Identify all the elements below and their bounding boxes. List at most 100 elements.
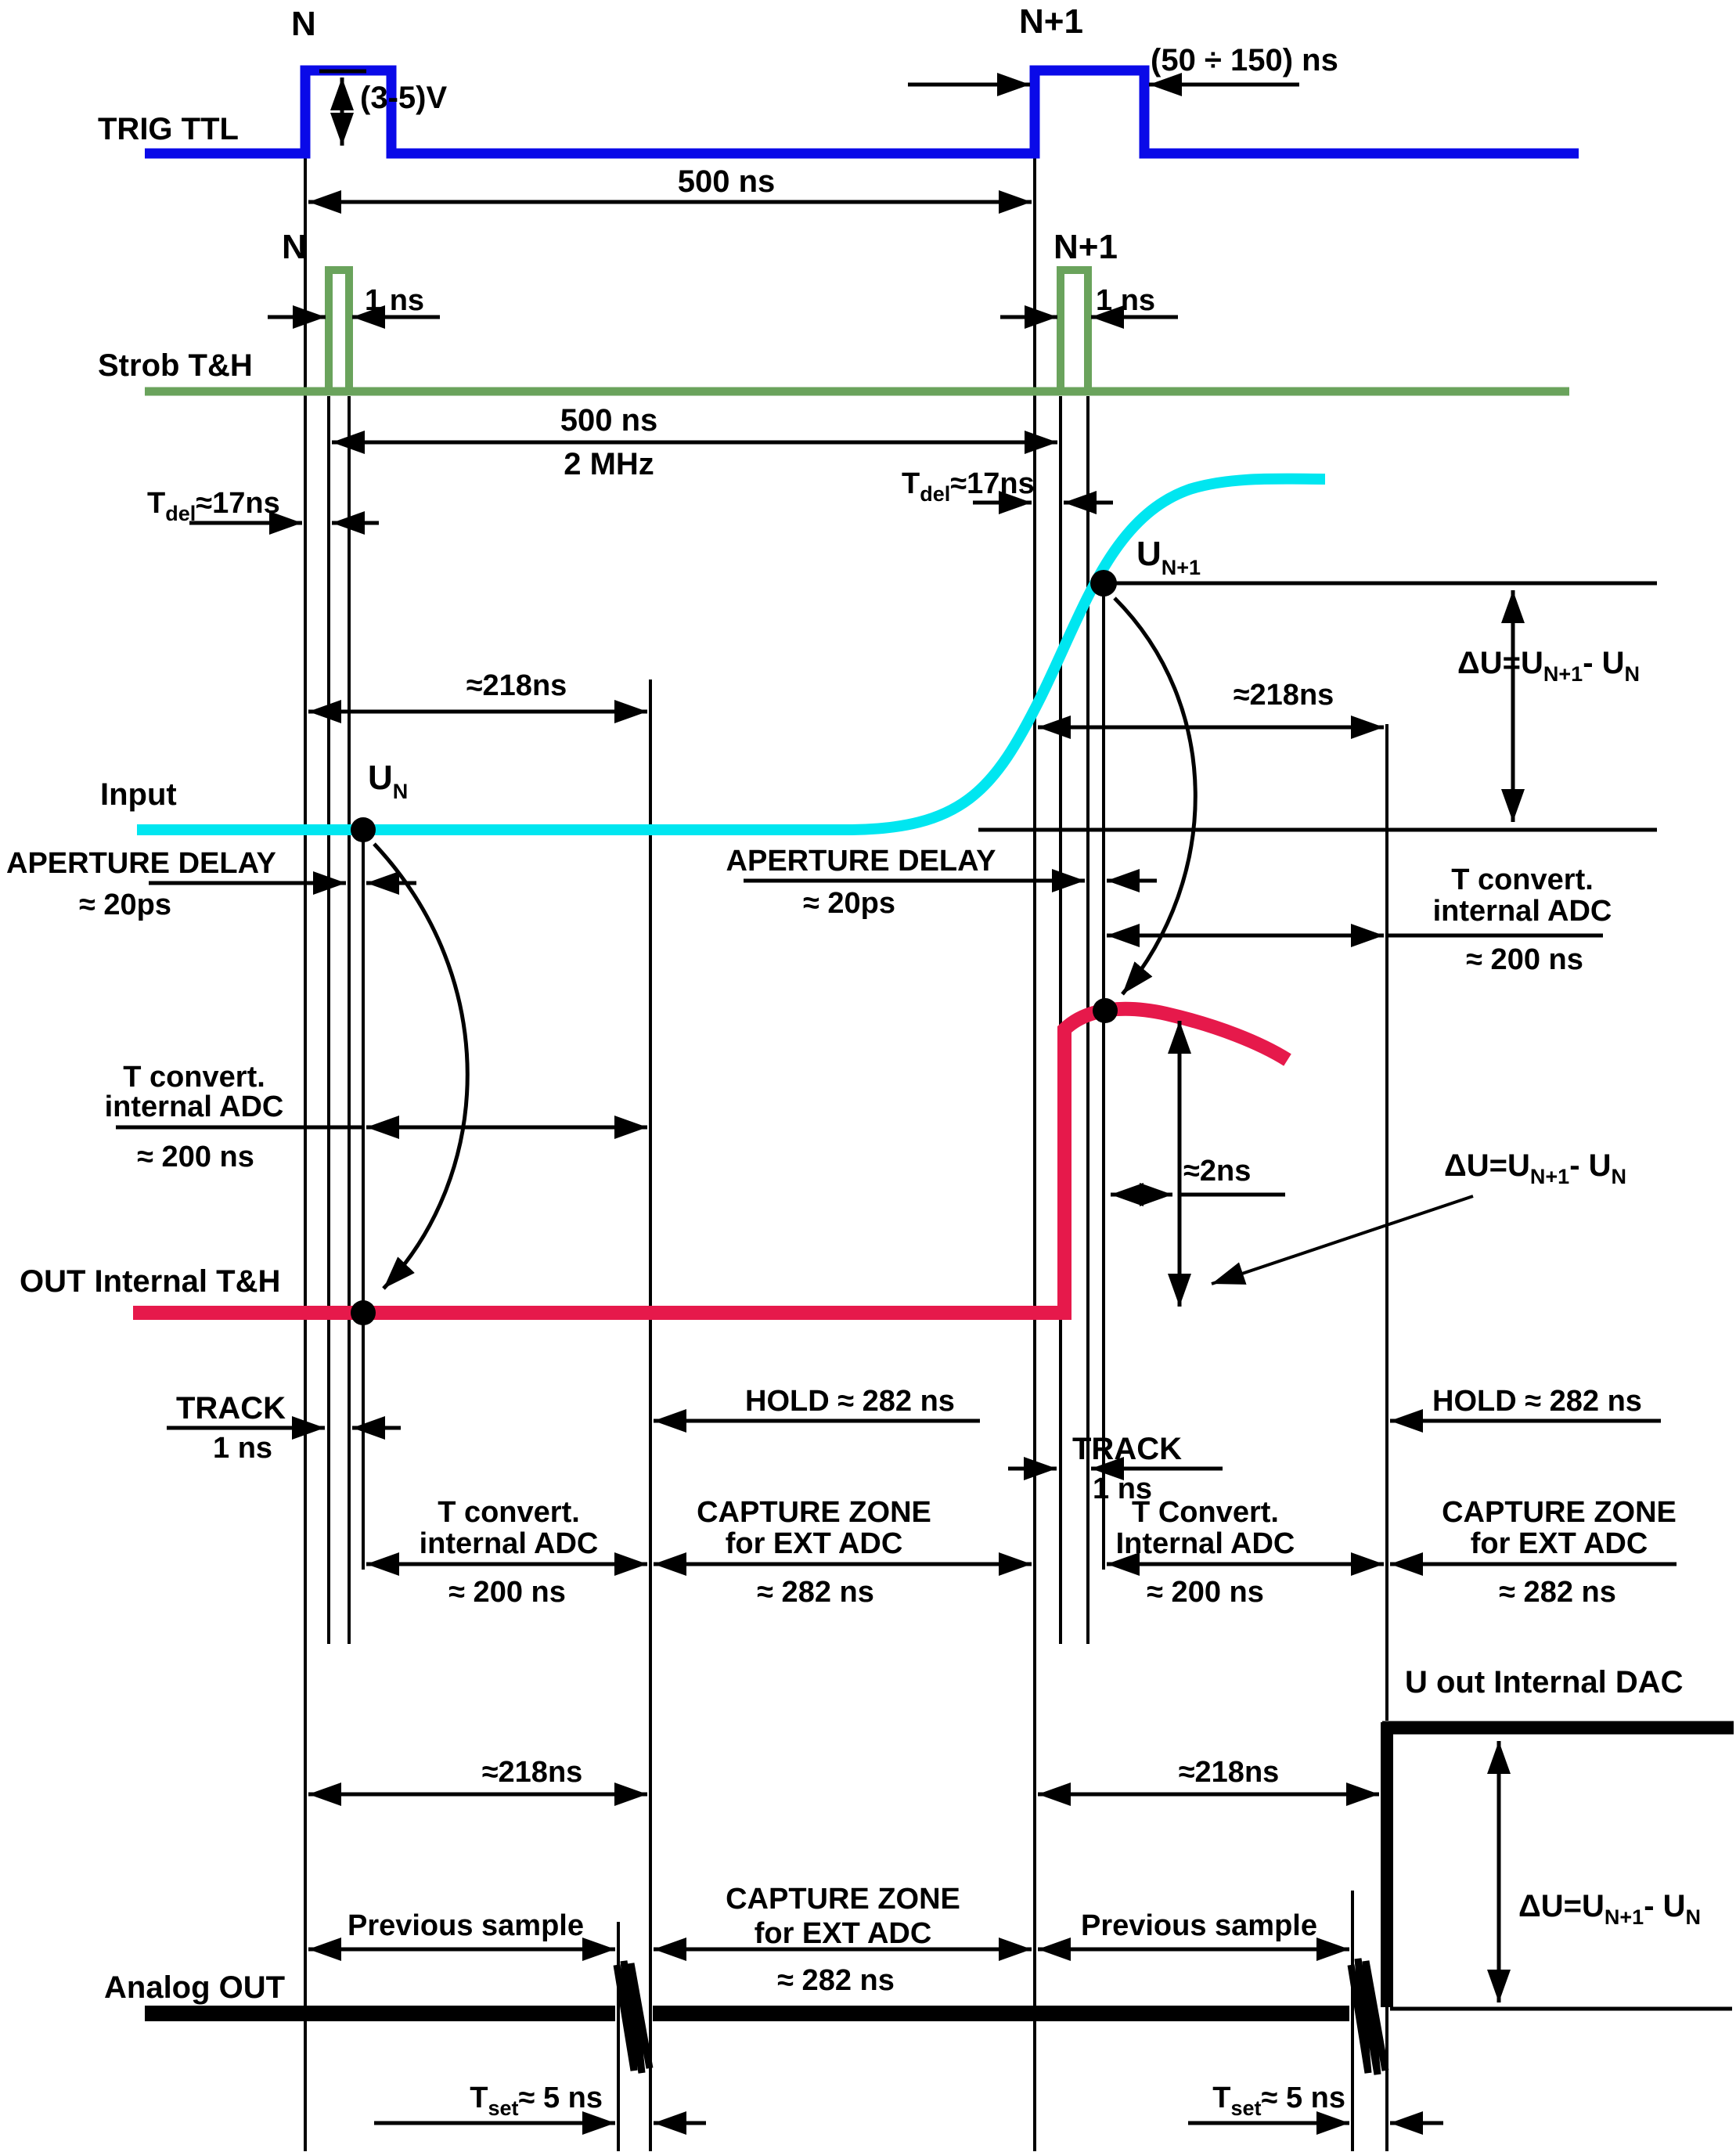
du-mid-label: ΔU=UN+1- UN	[1444, 1148, 1626, 1188]
du-mid: - U	[1644, 1889, 1685, 1923]
du-sub2: N	[1686, 1905, 1702, 1929]
tconvert-upper-right: T convert. internal ADC ≈ 200 ns	[1107, 863, 1612, 976]
du-mid-leader-arrow	[1211, 1195, 1474, 1285]
aperture-mid-value: ≈ 20ps	[803, 887, 895, 920]
strob-pulse-n1	[1057, 266, 1092, 395]
tconvert-left-value: ≈ 200 ns	[137, 1141, 254, 1173]
dac-out-signal: U out Internal DAC ≈218ns ≈218ns ΔU=UN+1…	[308, 1665, 1734, 2007]
capture-right-value: ≈ 282 ns	[1499, 1576, 1616, 1609]
trig-amplitude-label: (3-5)V	[360, 81, 447, 115]
tdel-left-label: Tdel≈17ns	[147, 487, 280, 525]
trig-period-label: 500 ns	[678, 164, 776, 199]
strob-freq-label: 2 MHz	[564, 447, 654, 481]
trig-pulse-n-label: N	[291, 5, 316, 43]
aperture-mid-title: APERTURE DELAY	[726, 845, 996, 878]
capture-bottom-line1: CAPTURE ZONE	[726, 1883, 960, 1916]
du-mid: - U	[1583, 646, 1624, 680]
un1-sub: N+1	[1162, 556, 1201, 579]
aperture-delay-mid: APERTURE DELAY ≈ 20ps	[726, 845, 1157, 920]
tconvert-right-line2: internal ADC	[1433, 895, 1612, 928]
prev-sample-left-label: Previous sample	[348, 1909, 584, 1942]
trig-ttl-label: TRIG TTL	[98, 112, 239, 146]
strob-n1-label: N+1	[1053, 228, 1118, 266]
tconvert-row-left-line1: T convert.	[438, 1496, 580, 1529]
input-waveform	[137, 473, 1326, 835]
tdel-value: ≈17ns	[196, 487, 279, 520]
trig-pulse-width-label: (50 ÷ 150) ns	[1151, 43, 1338, 78]
strob-n-label: N	[282, 228, 307, 266]
du-sub1: N+1	[1543, 662, 1583, 686]
tdel-sub: del	[920, 482, 950, 506]
tset-sub: set	[1231, 2096, 1262, 2120]
t218-upper-left-label: ≈218ns	[466, 669, 567, 702]
track-left-label: TRACK	[176, 1391, 286, 1426]
trig-ttl-signal: TRIG TTL N N+1 (3-5)V (50 ÷ 150) ns 500 …	[98, 2, 1579, 214]
prev-sample-right-label: Previous sample	[1081, 1909, 1317, 1942]
tset-right-label: Tset≈ 5 ns	[1212, 2082, 1345, 2120]
strob-period-label: 500 ns	[560, 403, 658, 438]
tconvert-row-right-value: ≈ 200 ns	[1147, 1576, 1264, 1609]
du-pre: ΔU=U	[1457, 646, 1543, 680]
tset-value: ≈ 5 ns	[1262, 2082, 1345, 2114]
tdel-right-label: Tdel≈17ns	[902, 467, 1035, 506]
track-left-value: 1 ns	[213, 1432, 272, 1465]
tset-base: T	[1212, 2082, 1230, 2114]
analog-out-label: Analog OUT	[104, 1970, 285, 2005]
tconvert-left-line1: T convert.	[123, 1061, 265, 1094]
du-sub1: N+1	[1605, 1905, 1644, 1929]
aperture-left-title: APERTURE DELAY	[6, 847, 276, 880]
tconvert-row-left-line2: internal ADC	[420, 1527, 599, 1560]
track-right-label: TRACK	[1072, 1432, 1182, 1466]
tconvert-right-value: ≈ 200 ns	[1466, 943, 1583, 976]
tdel-value: ≈17ns	[950, 467, 1034, 500]
t218-bottom-right-label: ≈218ns	[1179, 1756, 1280, 1789]
th-out-label: OUT Internal T&H	[20, 1264, 280, 1299]
th-sample-dot-n	[351, 1300, 376, 1325]
guide-lines	[304, 158, 1388, 2151]
capture-bottom-line2: for EXT ADC	[755, 1917, 932, 1950]
t2ns-label: ≈2ns	[1183, 1155, 1251, 1188]
input-label: Input	[100, 777, 177, 812]
tconvert-left-line2: internal ADC	[105, 1090, 284, 1123]
convert-capture-row: T convert. internal ADC ≈ 200 ns CAPTURE…	[366, 1496, 1677, 1609]
trig-ttl-waveform	[145, 65, 1579, 159]
hold-left-label: HOLD ≈ 282 ns	[745, 1385, 955, 1418]
un1-base: U	[1136, 535, 1162, 573]
tdel-base: T	[902, 467, 920, 500]
un1-label: UN+1	[1136, 535, 1201, 579]
sample-point-un1	[1090, 570, 1117, 597]
strob-th-label: Strob T&H	[98, 348, 253, 383]
un-sub: N	[393, 780, 409, 803]
strob-1ns-n1-label: 1 ns	[1096, 284, 1155, 317]
tconvert-right-line1: T convert.	[1451, 863, 1594, 896]
aperture-delay-left: APERTURE DELAY ≈ 20ps	[6, 847, 416, 921]
tconvert-row-left-value: ≈ 200 ns	[448, 1576, 566, 1609]
aperture-left-value: ≈ 20ps	[79, 889, 171, 921]
track-right-value: 1 ns	[1093, 1473, 1152, 1505]
sample-point-un	[351, 817, 376, 842]
tconvert-row-right-line1: T Convert.	[1132, 1496, 1279, 1529]
du-top-label: ΔU=UN+1- UN	[1457, 646, 1640, 686]
transfer-arrow-n1	[1113, 597, 1198, 996]
th-out-signal: OUT Internal T&H ≈2ns ΔU=UN+1- UN	[20, 597, 1626, 1325]
trig-pulse-n1-label: N+1	[1019, 2, 1083, 41]
analog-out-signal: Previous sample CAPTURE ZONE for EXT ADC…	[104, 1883, 1732, 2135]
capture-mid-line1: CAPTURE ZONE	[697, 1496, 931, 1529]
dac-label: U out Internal DAC	[1405, 1665, 1684, 1700]
t218-bottom-left-label: ≈218ns	[482, 1756, 583, 1789]
strob-1ns-label: 1 ns	[365, 284, 424, 317]
hold-right-label: HOLD ≈ 282 ns	[1432, 1385, 1642, 1418]
du-mid: - U	[1569, 1148, 1611, 1183]
tset-left-label: Tset≈ 5 ns	[470, 2082, 603, 2120]
tdel-left: Tdel≈17ns	[147, 487, 379, 535]
th-out-waveform	[133, 1001, 1291, 1320]
tconvert-mid-left: T convert. internal ADC ≈ 200 ns	[105, 1061, 647, 1173]
tconvert-row-right-line2: Internal ADC	[1116, 1527, 1295, 1560]
un-base: U	[368, 759, 393, 797]
un-label: UN	[368, 759, 408, 803]
track-hold-row: TRACK 1 ns HOLD ≈ 282 ns TRACK 1 ns HOLD…	[167, 1385, 1661, 1505]
capture-mid-value: ≈ 282 ns	[757, 1576, 874, 1609]
strob-pulse-n	[325, 266, 353, 395]
